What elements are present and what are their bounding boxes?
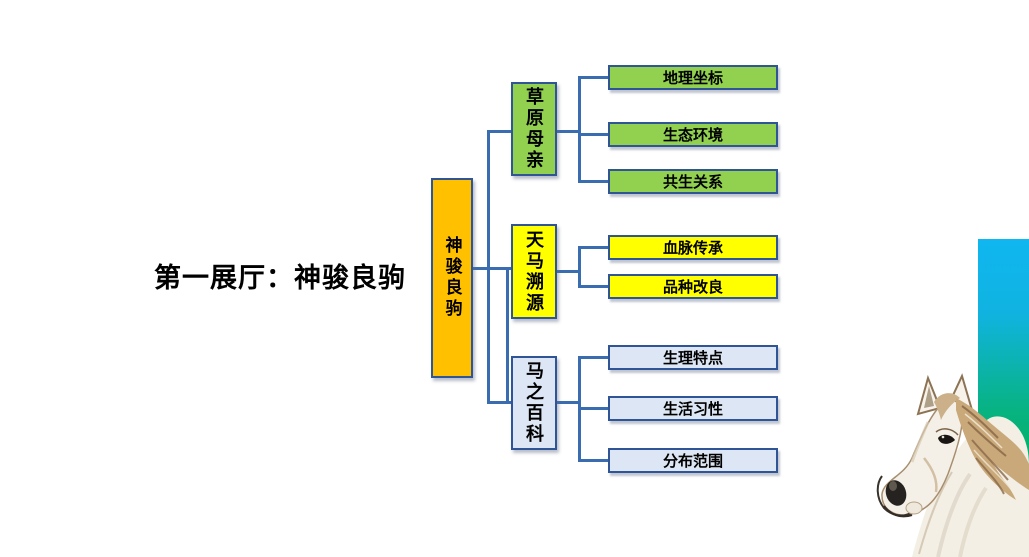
- branch-node-grassland-mother: 草原母亲: [511, 82, 557, 176]
- connector-line: [555, 270, 580, 273]
- leaf-node-label: 生活习性: [662, 401, 723, 418]
- horse-painting-icon: [876, 373, 1029, 557]
- leaf-node: 品种改良: [608, 274, 778, 299]
- connector-line: [506, 267, 509, 404]
- connector-line: [487, 130, 513, 133]
- leaf-node-label: 生态环境: [662, 127, 723, 144]
- connector-line: [578, 76, 608, 79]
- leaf-node-label: 地理坐标: [662, 70, 723, 87]
- connector-line: [471, 267, 513, 270]
- leaf-node-label: 分布范围: [662, 453, 723, 470]
- connector-line: [578, 246, 608, 249]
- branch-node-label: 马之百科: [524, 361, 544, 445]
- connector-line: [578, 246, 581, 288]
- connector-line: [555, 401, 580, 404]
- connector-line: [578, 459, 608, 462]
- connector-line: [578, 356, 608, 359]
- branch-node-label: 天马溯源: [524, 229, 544, 314]
- branch-node-horse-encyclopedia: 马之百科: [511, 356, 557, 450]
- root-node-label: 神骏良驹: [442, 236, 462, 320]
- leaf-node-label: 生理特点: [662, 350, 723, 367]
- connector-line: [555, 130, 580, 133]
- connector-line: [578, 407, 608, 410]
- leaf-node: 地理坐标: [608, 65, 778, 90]
- connector-line: [578, 285, 608, 288]
- connector-line: [578, 180, 608, 183]
- leaf-node: 生态环境: [608, 122, 778, 147]
- leaf-node: 生活习性: [608, 396, 778, 421]
- leaf-node: 生理特点: [608, 345, 778, 370]
- connector-line: [578, 133, 608, 136]
- leaf-node: 血脉传承: [608, 235, 778, 260]
- leaf-node: 共生关系: [608, 169, 778, 194]
- leaf-node: 分布范围: [608, 448, 778, 473]
- connector-line: [578, 76, 581, 183]
- branch-node-label: 草原母亲: [524, 87, 544, 171]
- branch-node-heavenly-horse-origin: 天马溯源: [511, 224, 557, 319]
- leaf-node-label: 血脉传承: [662, 240, 723, 257]
- connector-line: [487, 401, 513, 404]
- leaf-node-label: 品种改良: [662, 279, 723, 296]
- page-title: 第一展厅：神骏良驹: [154, 263, 406, 293]
- leaf-node-label: 共生关系: [662, 174, 723, 191]
- diagram-root-node: 神骏良驹: [431, 178, 473, 378]
